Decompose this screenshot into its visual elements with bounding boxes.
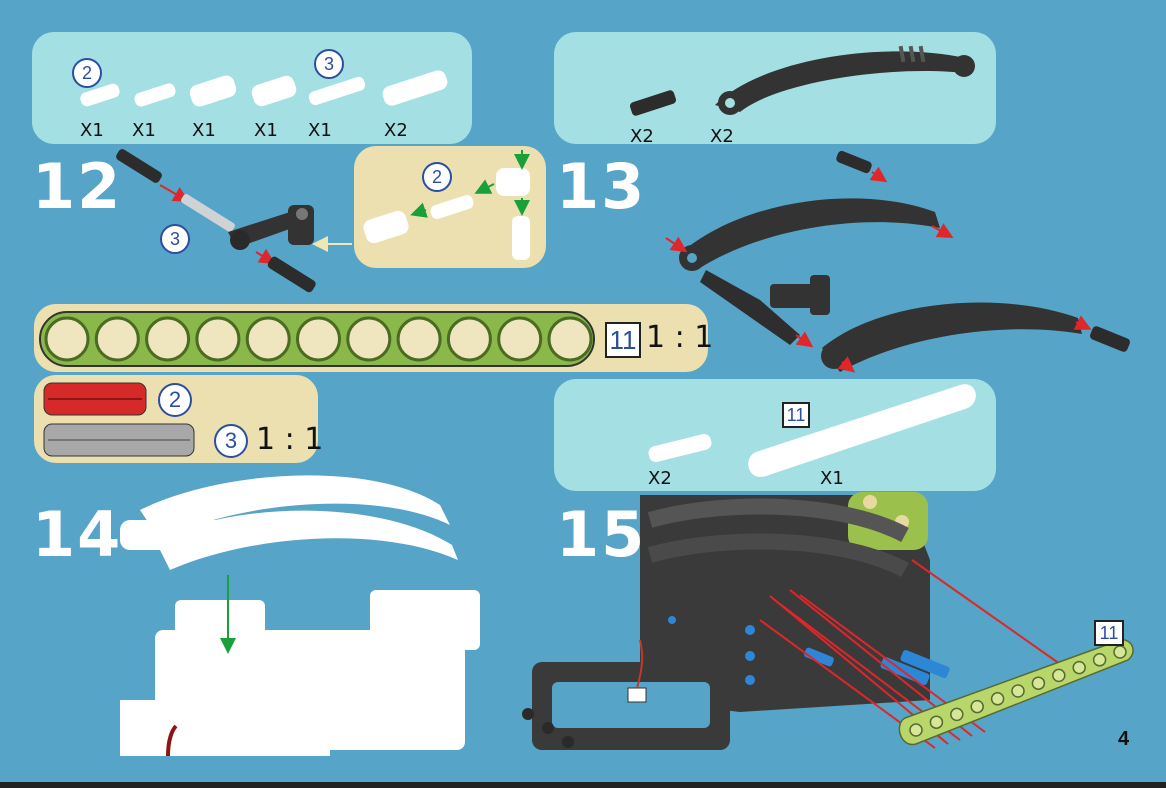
beam-hole <box>971 701 983 713</box>
quantity-label: X2 <box>710 126 734 147</box>
page-number: 4 <box>1118 728 1129 751</box>
beam-hole <box>951 708 963 720</box>
quantity-label: X1 <box>308 120 332 141</box>
beam-hole <box>910 724 922 736</box>
quantity-label: X1 <box>254 120 278 141</box>
step15-beam-holes <box>910 646 1126 736</box>
step-number-14: 14 <box>32 498 122 571</box>
step12-assembly <box>115 148 352 294</box>
beam-hole <box>499 318 541 360</box>
beam-hole <box>930 716 942 728</box>
beam-hole <box>96 318 138 360</box>
callout-length-3: 3 <box>160 224 190 254</box>
callout-length-2: 2 <box>422 162 452 192</box>
step-number-13: 13 <box>556 150 646 223</box>
beam-hole <box>992 693 1004 705</box>
step14-assembly <box>120 475 480 756</box>
callout-length-3: 3 <box>314 49 344 79</box>
beam-hole <box>298 318 340 360</box>
parts-box-1-pins <box>79 68 450 108</box>
axle-size-3-label: 3 <box>214 424 248 458</box>
beam-hole <box>1094 654 1106 666</box>
parts-box-2-parts <box>629 46 975 117</box>
quantity-label: X1 <box>132 120 156 141</box>
scale-ratio: 1 : 1 <box>256 422 323 457</box>
beam-hole <box>46 318 88 360</box>
beam-hole <box>398 318 440 360</box>
step-number-12: 12 <box>32 150 122 223</box>
beam-holes <box>46 318 591 360</box>
beam-hole <box>197 318 239 360</box>
beam-hole <box>1073 662 1085 674</box>
beam-hole <box>549 318 591 360</box>
step13-assembly <box>666 150 1131 372</box>
footer-bar <box>0 782 1166 788</box>
beam-hole <box>1032 677 1044 689</box>
quantity-label: X1 <box>820 468 844 489</box>
beam-hole <box>1114 646 1126 658</box>
callout-length-2: 2 <box>72 58 102 88</box>
beam-size-label: 11 <box>1094 620 1124 646</box>
parts-box-3-parts <box>647 384 976 477</box>
beam-hole <box>247 318 289 360</box>
beam-hole <box>448 318 490 360</box>
scale-ratio: 1 : 1 <box>646 320 713 355</box>
beam-hole <box>1053 669 1065 681</box>
axle-size-2-label: 2 <box>158 383 192 417</box>
beam-size-label: 11 <box>782 402 810 428</box>
quantity-label: X2 <box>630 126 654 147</box>
quantity-label: X1 <box>192 120 216 141</box>
beam-hole <box>348 318 390 360</box>
beam-hole <box>147 318 189 360</box>
quantity-label: X2 <box>648 468 672 489</box>
quantity-label: X2 <box>384 120 408 141</box>
beam-size-label: 11 <box>605 322 641 358</box>
quantity-label: X1 <box>80 120 104 141</box>
beam-hole <box>1012 685 1024 697</box>
step-number-15: 15 <box>556 498 646 571</box>
